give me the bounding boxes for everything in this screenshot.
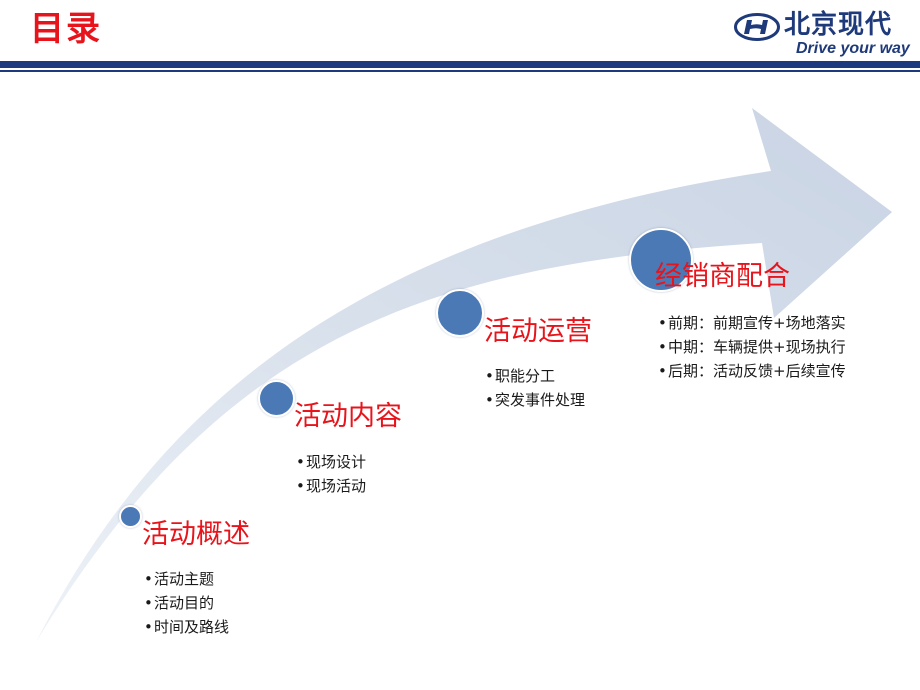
list-item: •现场活动 — [296, 477, 367, 495]
stage-1-node — [119, 505, 142, 528]
stage-3-title: 活动运营 — [484, 316, 592, 347]
page-title: 目录 — [30, 9, 102, 49]
list-item: •职能分工 — [485, 367, 556, 385]
stage-1-list: •活动主题 •活动目的 •时间及路线 — [144, 567, 229, 639]
hyundai-logo-icon — [734, 13, 780, 41]
list-item: •后期：活动反馈+后续宣传 — [658, 362, 846, 380]
brand-logo: 北京现代 Drive your way — [734, 8, 914, 62]
list-item: •突发事件处理 — [485, 391, 586, 409]
list-item: •活动主题 — [144, 570, 215, 588]
stage-3-node — [436, 289, 484, 337]
logo-slogan: Drive your way — [796, 40, 910, 57]
list-item: •现场设计 — [296, 453, 367, 471]
stage-1-title: 活动概述 — [142, 519, 250, 550]
list-item: •活动目的 — [144, 594, 215, 612]
stage-3-list: •职能分工 •突发事件处理 — [485, 364, 585, 412]
list-item: •时间及路线 — [144, 618, 230, 636]
stage-4-list: •前期：前期宣传+场地落实 •中期：车辆提供+现场执行 •后期：活动反馈+后续宣… — [658, 311, 846, 383]
logo-brand-text: 北京现代 — [784, 10, 893, 40]
list-item: •中期：车辆提供+现场执行 — [658, 338, 846, 356]
header-divider-thin — [0, 70, 920, 72]
stage-2-list: •现场设计 •现场活动 — [296, 450, 366, 498]
stage-2-title: 活动内容 — [294, 401, 402, 432]
stage-4-title: 经销商配合 — [655, 261, 790, 292]
stage-2-node — [258, 380, 295, 417]
stage-4-node — [629, 228, 693, 292]
header-divider — [0, 61, 920, 68]
list-item: •前期：前期宣传+场地落实 — [658, 314, 846, 332]
